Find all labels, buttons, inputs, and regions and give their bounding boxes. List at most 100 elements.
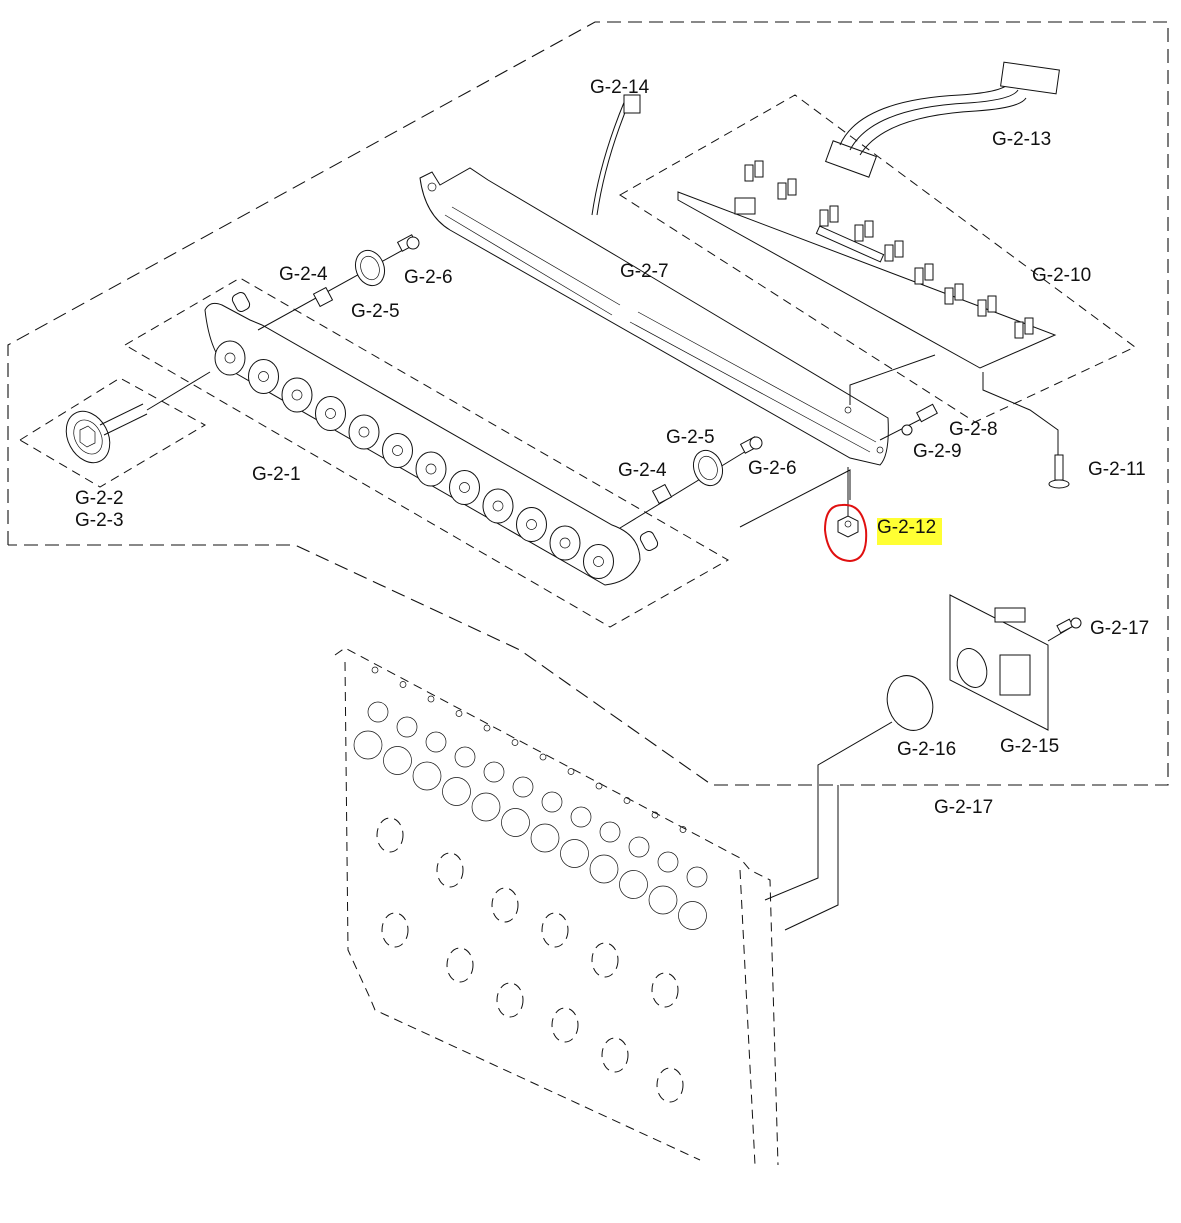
round-button	[381, 912, 409, 948]
large-button	[560, 839, 589, 868]
roller	[315, 396, 346, 431]
roller	[549, 525, 581, 561]
label-g217-group: G-2-17	[934, 797, 994, 818]
roller-hub	[593, 556, 604, 567]
highlight-circle	[823, 503, 868, 563]
round-button	[541, 912, 569, 948]
small-button	[367, 701, 389, 723]
round-button	[651, 972, 679, 1008]
cable-g213-part	[839, 61, 1060, 156]
pcb-g210-part	[677, 140, 1057, 369]
label-g22: G-2-2	[75, 488, 124, 509]
label-g25-top: G-2-5	[351, 301, 400, 322]
screws-g28-g29-g211	[849, 354, 1070, 489]
roller	[482, 488, 514, 524]
mount-hole	[539, 753, 547, 761]
sensor-post	[777, 182, 787, 200]
sensor-post	[819, 209, 829, 227]
roller	[382, 433, 413, 468]
roller	[415, 451, 447, 487]
label-g28: G-2-8	[949, 419, 998, 440]
roller	[214, 340, 246, 376]
roller-hub	[459, 482, 470, 493]
small-button	[686, 866, 708, 888]
sensor-post	[954, 283, 964, 301]
mount-hole	[427, 695, 435, 703]
round-button	[376, 817, 404, 853]
large-button	[619, 870, 648, 899]
label-g21: G-2-1	[252, 464, 301, 485]
sensor-post	[854, 224, 864, 242]
roller	[449, 470, 480, 505]
label-g27: G-2-7	[620, 261, 669, 282]
small-button	[425, 731, 447, 753]
edge-connector	[815, 225, 885, 263]
small-button	[570, 806, 592, 828]
g22-group-boundary	[19, 377, 207, 488]
roller-hub	[392, 445, 403, 456]
label-g23: G-2-3	[75, 510, 124, 531]
roller-chain-part	[204, 292, 659, 586]
sensor-post	[944, 287, 954, 305]
small-button	[396, 716, 418, 738]
sensor-post	[1024, 317, 1034, 335]
encoder-parts-mid	[619, 436, 851, 529]
nut-g212-part	[837, 467, 859, 538]
encoder-parts-top	[257, 234, 420, 331]
round-button	[491, 887, 519, 923]
label-g24-mid: G-2-4	[618, 460, 667, 481]
roller	[248, 359, 279, 394]
sensor-post	[884, 244, 894, 262]
sensor-post	[744, 164, 754, 182]
sensor-post	[829, 205, 839, 223]
roller-hub	[425, 463, 437, 475]
mount-hole	[651, 811, 659, 819]
mount-hole	[371, 666, 379, 674]
label-g217-screw: G-2-17	[1090, 618, 1150, 639]
small-button	[628, 836, 650, 858]
sensor-post	[754, 160, 764, 178]
mount-hole	[679, 826, 687, 833]
large-button	[501, 808, 530, 837]
roller-hub	[258, 371, 269, 382]
label-g29: G-2-9	[913, 441, 962, 462]
roller-hub	[559, 537, 571, 549]
roller-hub	[291, 389, 303, 401]
pulley-part	[65, 371, 211, 464]
large-button	[412, 761, 442, 791]
mount-hole	[455, 710, 463, 717]
label-g213: G-2-13	[992, 129, 1052, 150]
roller-hub	[325, 408, 336, 419]
large-button	[530, 823, 560, 853]
label-g24-top: G-2-4	[279, 264, 328, 285]
sensor-post	[864, 220, 874, 238]
label-g26-top: G-2-6	[404, 267, 453, 288]
mount-hole	[567, 768, 575, 775]
bracket-part	[419, 167, 889, 466]
label-g211: G-2-11	[1088, 459, 1146, 480]
label-g26-mid: G-2-6	[748, 458, 797, 479]
label-g215: G-2-15	[1000, 736, 1060, 757]
small-button	[454, 746, 476, 768]
small-button	[512, 776, 534, 798]
large-button	[648, 885, 678, 915]
small-button	[657, 851, 679, 873]
round-button	[656, 1067, 684, 1103]
label-g214: G-2-14	[590, 77, 650, 98]
label-g210: G-2-10	[1032, 265, 1092, 286]
round-button	[601, 1037, 629, 1073]
roller-hub	[358, 426, 370, 438]
large-button	[678, 901, 707, 930]
encoder-board-part	[764, 594, 1082, 931]
sensor-post	[787, 178, 797, 196]
sensor-post	[924, 263, 934, 281]
round-button	[551, 1007, 579, 1043]
label-g216: G-2-16	[897, 739, 957, 760]
round-button	[591, 942, 619, 978]
mount-hole	[595, 782, 603, 790]
label-g25-mid: G-2-5	[666, 427, 715, 448]
roller-hub	[224, 352, 236, 364]
g21-group-boundary	[124, 277, 730, 628]
round-button	[436, 852, 464, 888]
sensor-post	[914, 267, 924, 285]
